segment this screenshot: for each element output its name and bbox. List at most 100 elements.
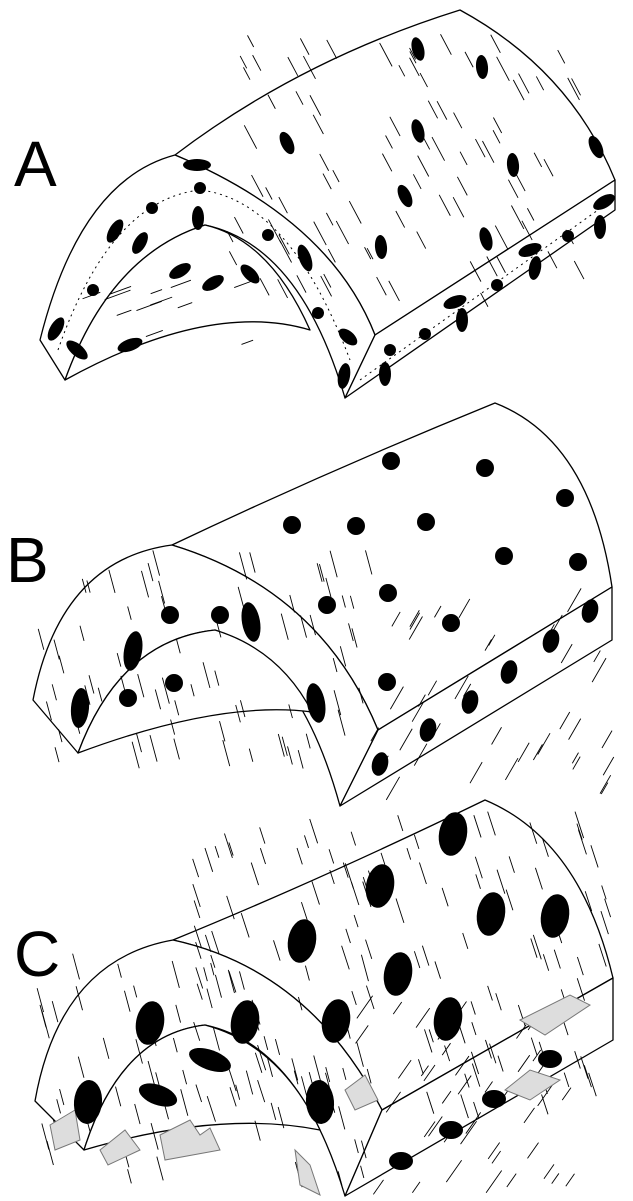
lineation-mark — [569, 719, 581, 740]
marker-dot — [417, 513, 435, 531]
lineation-mark — [157, 1157, 163, 1181]
marker-dot — [165, 674, 183, 692]
marker-dot — [384, 344, 396, 356]
lineation-mark — [42, 1011, 49, 1038]
marker-dot — [161, 606, 179, 624]
lineation-mark — [505, 758, 518, 780]
lineation-mark — [446, 1160, 461, 1182]
lineation-mark — [243, 67, 250, 79]
marker-dot — [262, 229, 274, 241]
lineation-mark — [205, 848, 213, 872]
lineation-mark — [412, 1182, 420, 1193]
lineation-mark — [486, 1170, 502, 1192]
lineation-mark — [552, 1173, 559, 1183]
lineation-mark — [42, 1123, 49, 1149]
marker-ellipse — [482, 1090, 506, 1108]
marker-dot — [419, 328, 431, 340]
marker-dot — [312, 307, 324, 319]
lineation-mark — [538, 733, 550, 754]
lineation-mark — [132, 742, 139, 769]
marker-dot — [569, 553, 587, 571]
lineation-mark — [488, 1142, 499, 1158]
marker-ellipse — [389, 1152, 413, 1170]
marker-ellipse — [192, 206, 204, 230]
marker-dot — [442, 614, 460, 632]
lineation-mark — [507, 1174, 516, 1187]
panel-b-fold-block — [33, 403, 614, 806]
marker-dot — [476, 459, 494, 477]
lineation-mark — [524, 1108, 535, 1123]
lineation-mark — [37, 988, 43, 1012]
marker-dot — [562, 230, 574, 242]
lineation-mark — [566, 1174, 575, 1186]
lineation-mark — [215, 846, 219, 858]
lineation-mark — [470, 762, 482, 783]
marker-dot — [146, 202, 158, 214]
marker-dot — [347, 517, 365, 535]
lineation-mark — [589, 1073, 597, 1096]
marker-ellipse — [183, 159, 211, 171]
lineation-mark — [373, 1180, 383, 1194]
lineation-mark — [128, 1169, 132, 1183]
lineation-mark — [306, 734, 310, 749]
marker-dot — [495, 547, 513, 565]
lineation-mark — [247, 35, 253, 47]
lineation-mark — [260, 848, 265, 864]
lineation-mark — [562, 1088, 571, 1101]
lineation-mark — [220, 721, 225, 741]
lineation-mark — [584, 1065, 591, 1087]
lineation-mark — [136, 733, 141, 752]
lineation-mark — [278, 734, 284, 757]
marker-dot — [194, 182, 206, 194]
lineation-mark — [329, 849, 334, 863]
lineation-mark — [603, 757, 614, 775]
lineation-mark — [398, 815, 403, 831]
lineation-mark — [573, 757, 580, 770]
lineation-mark — [251, 863, 258, 886]
lineation-mark — [558, 50, 565, 63]
lineation-mark — [297, 848, 302, 864]
lineation-mark — [249, 749, 253, 762]
marker-dot — [318, 596, 336, 614]
lineation-mark — [55, 747, 59, 762]
marker-ellipse — [379, 362, 391, 386]
lineation-mark — [240, 56, 247, 68]
marker-dot — [379, 584, 397, 602]
lineation-mark — [193, 884, 200, 907]
lineation-mark — [544, 1164, 554, 1178]
marker-ellipse — [439, 1121, 463, 1139]
lineation-mark — [564, 1073, 569, 1087]
marker-ellipse — [594, 215, 606, 239]
lineation-mark — [241, 340, 253, 344]
marker-dot — [491, 279, 503, 291]
panel-c-fold-block — [35, 800, 613, 1196]
marker-ellipse — [456, 308, 468, 332]
lineation-mark — [518, 743, 529, 762]
shear-arrow — [295, 1150, 320, 1195]
lineation-mark — [386, 777, 399, 800]
lineation-mark — [591, 845, 598, 867]
lineation-mark — [150, 735, 157, 762]
lineation-mark — [310, 819, 318, 843]
lineation-mark — [574, 261, 584, 279]
marker-dot — [382, 452, 400, 470]
lineation-mark — [602, 885, 606, 899]
lineation-mark — [288, 746, 293, 764]
panel-a-fold-block — [40, 10, 617, 398]
marker-dot — [556, 489, 574, 507]
lineation-mark — [605, 899, 611, 917]
lineation-mark — [224, 833, 232, 857]
lineation-mark — [327, 40, 337, 59]
marker-dot — [211, 606, 229, 624]
lineation-mark — [73, 954, 80, 980]
lineation-mark — [601, 911, 608, 934]
lineation-mark — [260, 827, 265, 843]
lineation-mark — [193, 859, 199, 877]
lineation-mark — [38, 629, 44, 650]
marker-ellipse — [538, 1050, 562, 1068]
lineation-mark — [575, 812, 584, 838]
lineation-mark — [542, 1094, 548, 1114]
marker-dot — [378, 673, 396, 691]
lineation-mark — [533, 744, 542, 760]
